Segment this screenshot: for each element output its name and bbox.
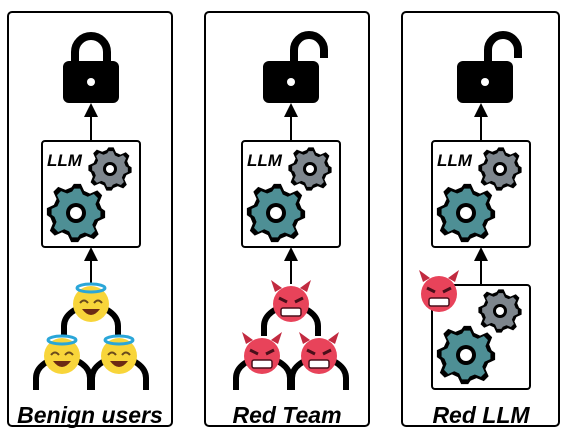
panel-benign-users: LLM bbox=[7, 11, 173, 427]
panel-red-llm: LLM bbox=[401, 11, 560, 427]
gear-icon bbox=[436, 325, 496, 385]
red-llm-box bbox=[419, 270, 531, 390]
benign-users-group bbox=[33, 282, 149, 390]
angel-emoji-icon bbox=[101, 334, 137, 374]
red-team-group bbox=[233, 280, 349, 390]
lock-closed-icon bbox=[63, 32, 119, 103]
lock-open-icon bbox=[457, 31, 522, 103]
panel-red-team: LLM bbox=[204, 11, 370, 427]
devil-emoji-icon bbox=[242, 332, 282, 374]
llm-box: LLM bbox=[431, 140, 531, 248]
llm-label: LLM bbox=[47, 151, 83, 170]
gear-icon bbox=[478, 289, 522, 333]
caption-red-llm: Red LLM bbox=[432, 402, 530, 428]
caption-benign-users: Benign users bbox=[17, 402, 163, 428]
llm-box: LLM bbox=[41, 140, 141, 248]
angel-emoji-icon bbox=[73, 282, 109, 322]
gear-icon bbox=[88, 147, 132, 191]
caption-red-team: Red Team bbox=[232, 402, 342, 428]
llm-label: LLM bbox=[247, 151, 283, 170]
gear-icon bbox=[46, 183, 106, 243]
lock-open-icon bbox=[263, 31, 328, 103]
gear-icon bbox=[478, 147, 522, 191]
panel-frame bbox=[401, 11, 560, 427]
panel-frame bbox=[204, 11, 370, 427]
gear-icon bbox=[436, 183, 496, 243]
devil-emoji-icon bbox=[419, 270, 459, 312]
llm-box: LLM bbox=[241, 140, 341, 248]
devil-emoji-icon bbox=[299, 332, 339, 374]
gear-icon bbox=[246, 183, 306, 243]
llm-label: LLM bbox=[437, 151, 473, 170]
devil-emoji-icon bbox=[271, 280, 311, 322]
angel-emoji-icon bbox=[44, 334, 80, 374]
panel-frame bbox=[7, 11, 173, 427]
gear-icon bbox=[288, 147, 332, 191]
